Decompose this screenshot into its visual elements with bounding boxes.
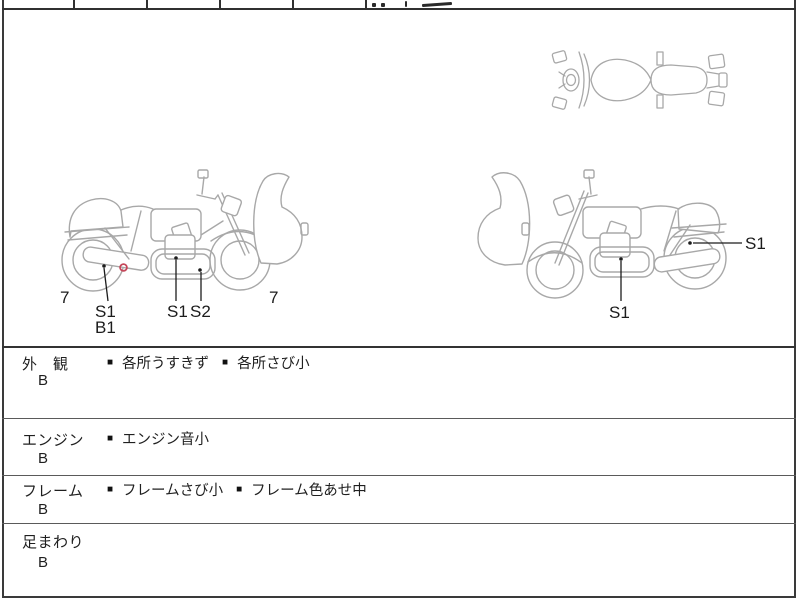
damage-code-label: B1: [95, 318, 116, 337]
comment-text: 各所さび小: [237, 356, 310, 372]
square-bullet-icon: ■: [107, 356, 114, 368]
clipped-header-text-fragment: [405, 1, 407, 7]
part-label: 足まわり: [22, 534, 85, 551]
table-top-rule: [2, 346, 796, 348]
grade-value: B: [38, 450, 49, 467]
comment-list: ■ 各所うすきず ■ 各所さび小: [107, 352, 310, 373]
square-bullet-icon: ■: [236, 483, 243, 495]
diagram-left-side-view: 7 S1 B1 S1 S2 7: [60, 169, 309, 337]
table-row-undercarriage: 足まわり B: [2, 524, 796, 596]
header-bottom-rule: [2, 8, 796, 10]
sheet-right-border: [794, 0, 796, 598]
clipped-header-text-fragment: [421, 1, 453, 8]
comment-list: ■ エンジン音小: [107, 428, 209, 449]
table-row-frame: フレーム B ■ フレームさび小 ■ フレーム色あせ中: [2, 476, 796, 523]
part-label: 外 観: [22, 356, 69, 373]
header-divider: [292, 0, 294, 8]
grade-value: B: [38, 554, 49, 571]
damage-code-label: 7: [60, 288, 69, 307]
sheet-bottom-border: [2, 596, 796, 598]
grade-value: B: [38, 501, 49, 518]
table-row-rule: [2, 418, 796, 419]
comment-text: エンジン音小: [122, 432, 210, 448]
table-row-rule: [2, 523, 796, 524]
header-divider: [365, 0, 367, 8]
comment-text: フレーム色あせ中: [251, 483, 367, 499]
damage-code-label: S1: [609, 303, 630, 322]
comment-list: ■ フレームさび小 ■ フレーム色あせ中: [107, 479, 367, 500]
table-row-rule: [2, 475, 796, 476]
part-label: フレーム: [22, 483, 84, 500]
damage-code-label: S2: [190, 302, 211, 321]
square-bullet-icon: ■: [107, 483, 114, 495]
grade-value: B: [38, 372, 49, 389]
clipped-header-text-fragment: [372, 3, 376, 7]
square-bullet-icon: ■: [222, 356, 229, 368]
header-divider: [73, 0, 75, 8]
table-row-exterior: 外 観 B ■ 各所うすきず ■ 各所さび小: [2, 348, 796, 418]
part-label: エンジン: [22, 432, 85, 449]
damage-code-label: S1: [95, 302, 116, 321]
comment-text: 各所うすきず: [122, 356, 210, 372]
diagram-right-side-view: S1 S1: [477, 169, 766, 322]
damage-code-label: S1: [167, 302, 188, 321]
square-bullet-icon: ■: [107, 432, 114, 444]
header-divider: [219, 0, 221, 8]
table-row-engine: エンジン B ■ エンジン音小: [2, 419, 796, 475]
comment-text: フレームさび小: [122, 483, 224, 499]
sheet-left-border: [2, 0, 4, 598]
red-circle-mark: [119, 263, 128, 272]
damage-code-label: S1: [745, 234, 766, 253]
clipped-header-text-fragment: [381, 3, 385, 7]
damage-code-label: 7: [269, 288, 278, 307]
header-divider: [146, 0, 148, 8]
diagram-top-view: [551, 50, 728, 110]
